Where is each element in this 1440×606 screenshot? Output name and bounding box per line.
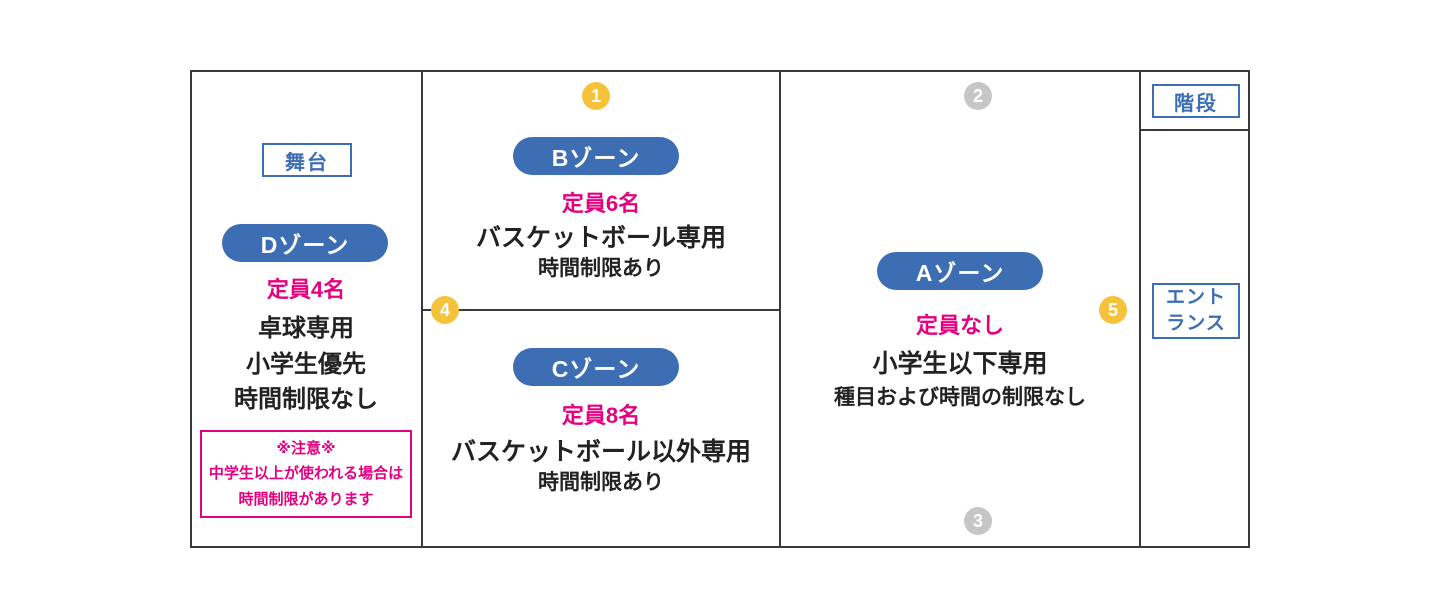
zone-d-rule-3: 時間制限なし xyxy=(234,386,378,413)
zone-a-pill: Aゾーン xyxy=(877,252,1043,290)
marker-3-number: 3 xyxy=(972,510,983,531)
zone-d-rule-1: 卓球専用 xyxy=(258,315,354,342)
zone-d-pill: Dゾーン xyxy=(222,224,388,262)
entrance-label-line-2: ランス xyxy=(1166,313,1226,334)
stairs-box: 階段 xyxy=(1152,84,1240,118)
zone-c-name: Cゾーン xyxy=(551,356,641,382)
marker-4-number: 4 xyxy=(439,299,450,320)
marker-2: 2 xyxy=(964,82,992,110)
zone-b-rule-2: 時間制限あり xyxy=(538,257,664,280)
marker-5: 5 xyxy=(1099,296,1127,324)
zone-a-capacity: 定員なし xyxy=(915,313,1004,338)
zone-d-note-title: ※注意※ xyxy=(276,439,336,457)
zone-b-name: Bゾーン xyxy=(551,145,641,171)
divider-zone-b-c xyxy=(422,309,780,311)
zone-a-rule-2: 種目および時間の制限なし xyxy=(834,386,1086,409)
zone-d-capacity: 定員4名 xyxy=(266,277,346,302)
marker-1: 1 xyxy=(582,82,610,110)
zone-c-rule-1: バスケットボール以外専用 xyxy=(450,438,751,466)
stage-label: 舞台 xyxy=(285,151,329,174)
zone-d-rule-2: 小学生優先 xyxy=(246,351,366,378)
marker-4: 4 xyxy=(431,296,459,324)
floor-plan-border xyxy=(190,70,1250,548)
zone-c-rule-2: 時間制限あり xyxy=(538,471,664,494)
zone-d-note-line-1: 中学生以上が使われる場合は xyxy=(208,465,404,483)
divider-stairs xyxy=(1140,129,1250,131)
divider-zone-a-right xyxy=(1139,70,1141,548)
zone-d-note-box: ※注意※ 中学生以上が使われる場合は 時間制限があります xyxy=(200,430,412,518)
marker-3: 3 xyxy=(964,507,992,535)
entrance-box: エント ランス xyxy=(1152,283,1240,339)
stage-box: 舞台 xyxy=(262,143,352,177)
zone-c-capacity: 定員8名 xyxy=(561,403,641,428)
marker-5-number: 5 xyxy=(1107,299,1118,320)
zone-d-name: Dゾーン xyxy=(260,232,350,258)
zone-b-rule-1: バスケットボール専用 xyxy=(475,224,726,252)
zone-a-name: Aゾーン xyxy=(915,260,1005,286)
zone-a-rule-1: 小学生以下専用 xyxy=(872,350,1048,378)
zone-b-capacity: 定員6名 xyxy=(561,191,641,216)
marker-2-number: 2 xyxy=(972,85,983,106)
stairs-label: 階段 xyxy=(1174,92,1218,115)
divider-zone-bc-a xyxy=(779,70,781,548)
zone-c-pill: Cゾーン xyxy=(513,348,679,386)
marker-1-number: 1 xyxy=(590,85,601,106)
zone-d-note-line-2: 時間制限があります xyxy=(238,490,374,508)
zone-b-pill: Bゾーン xyxy=(513,137,679,175)
entrance-label-line-1: エント xyxy=(1165,287,1226,309)
